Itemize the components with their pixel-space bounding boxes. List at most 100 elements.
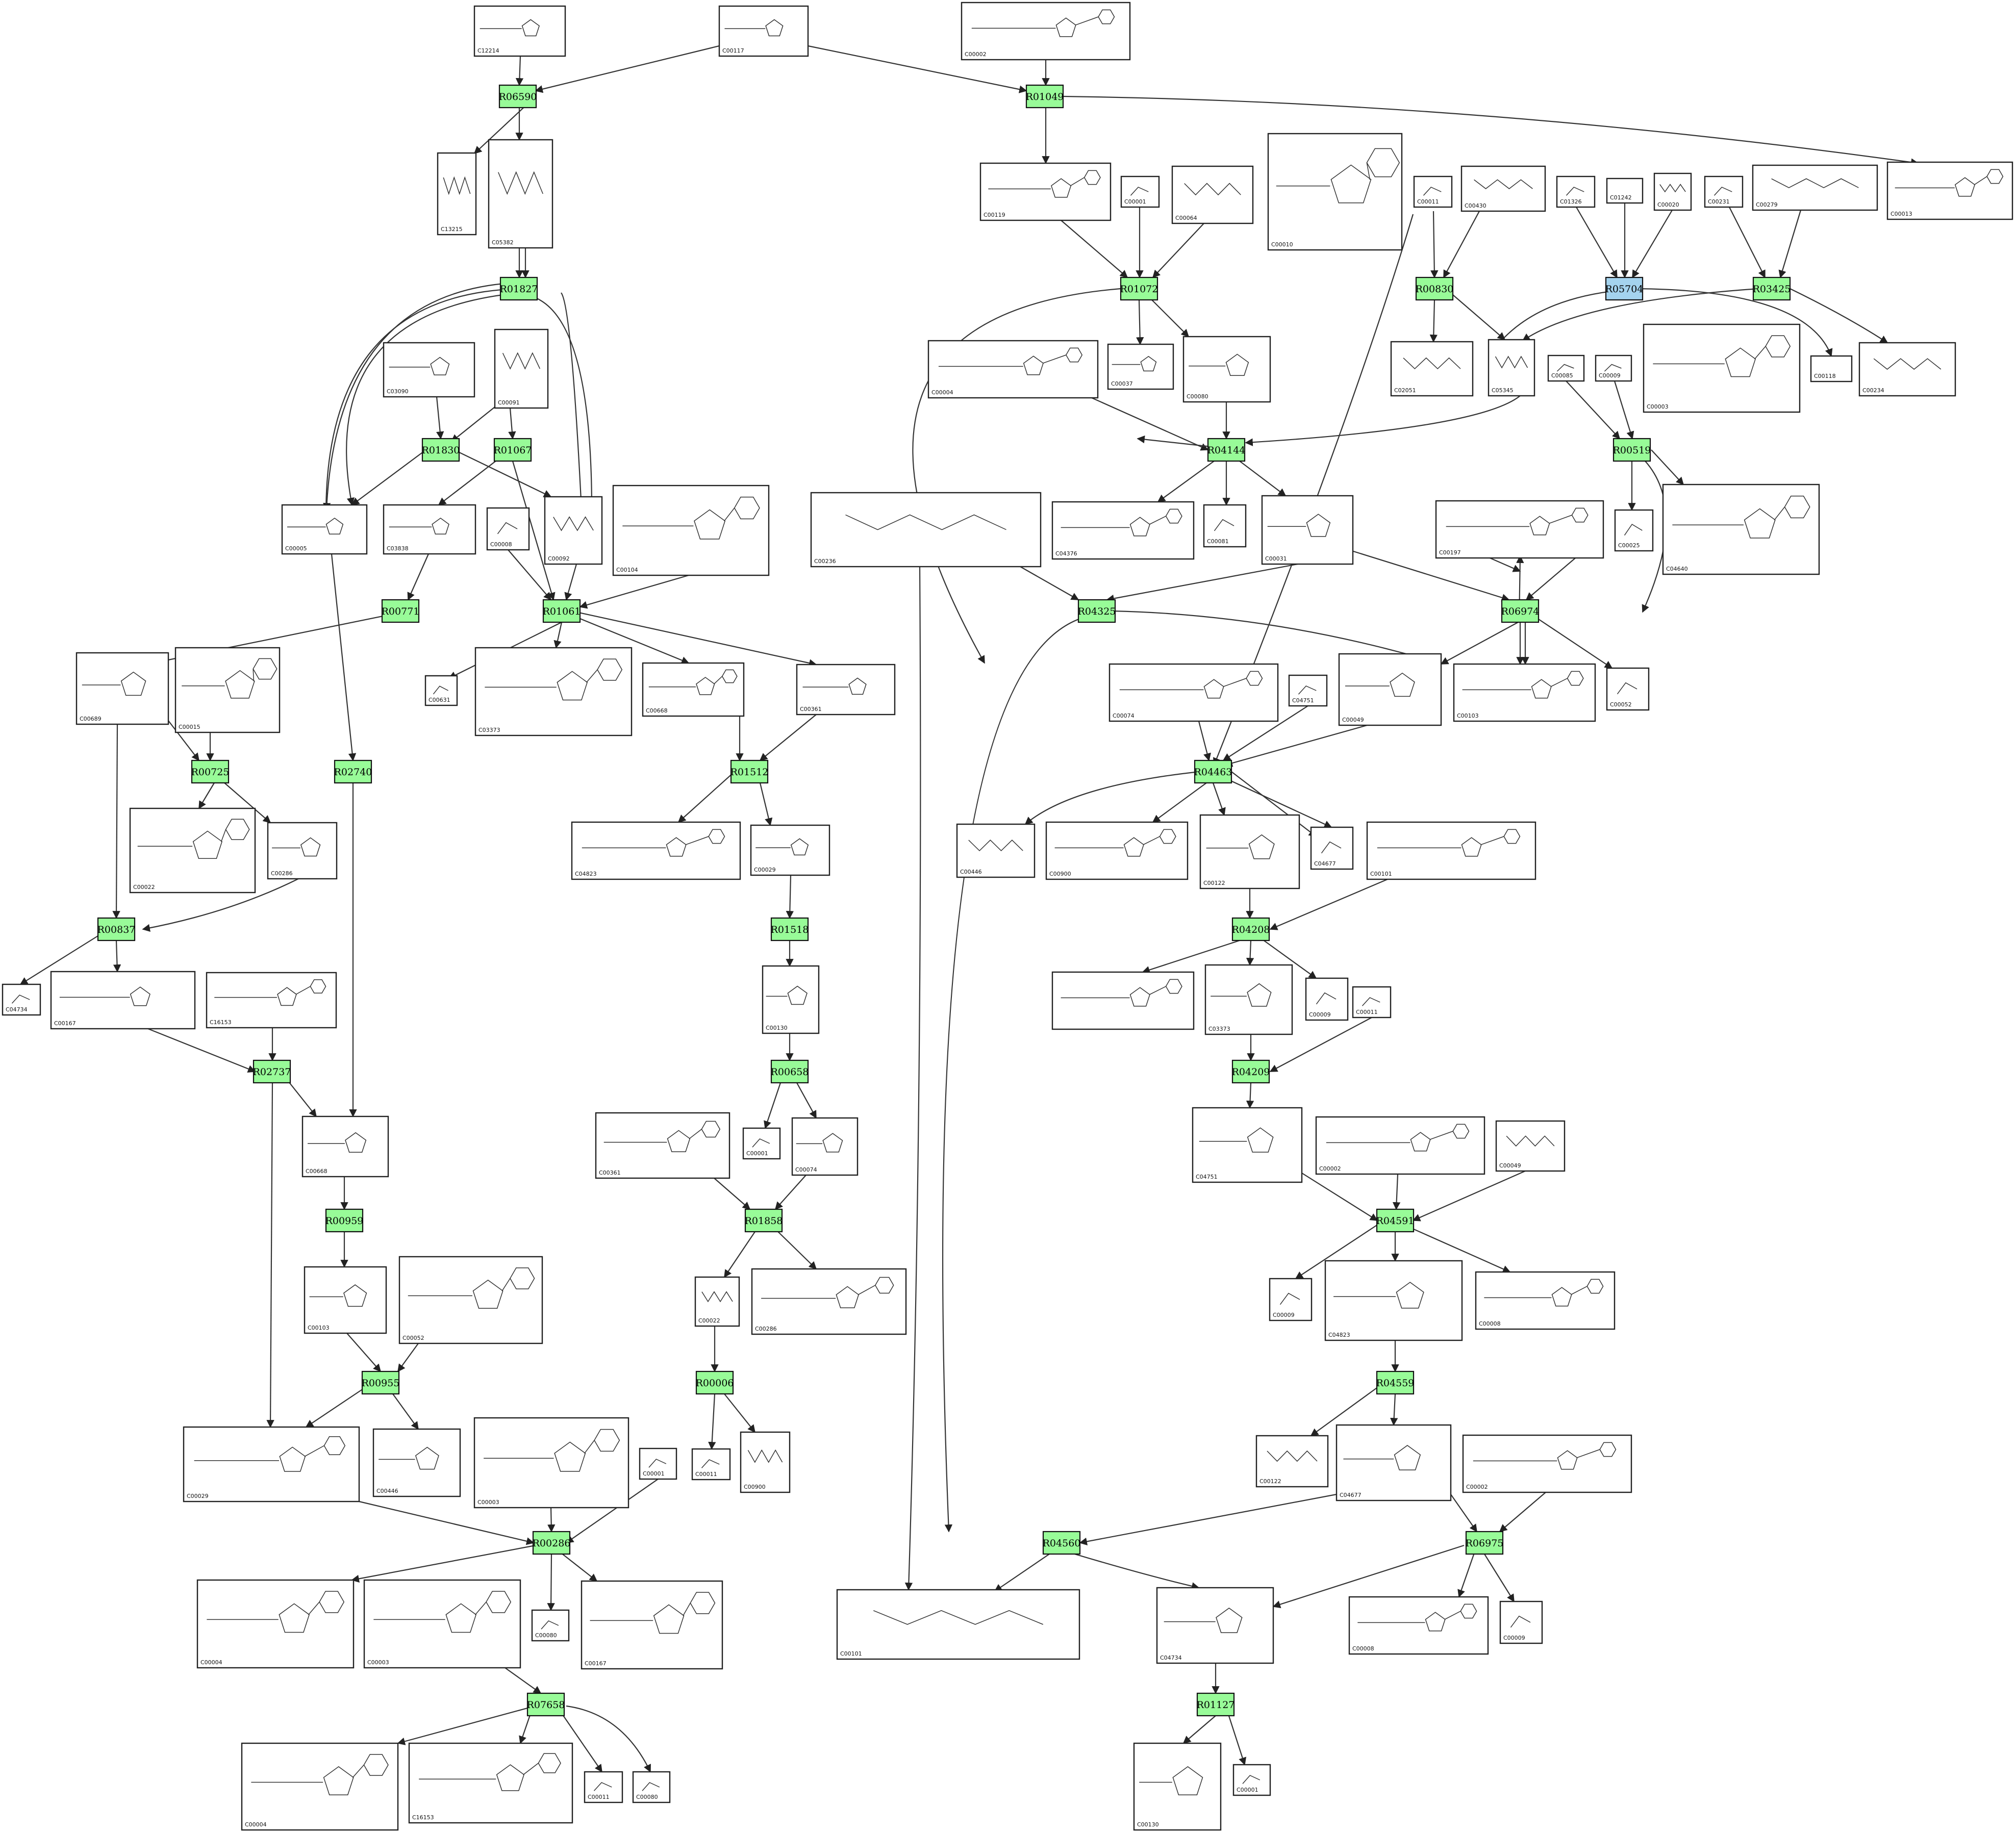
compound-node[interactable]: C04677 (1335, 1424, 1452, 1502)
compound-box[interactable] (1199, 814, 1300, 889)
compound-box[interactable] (595, 1112, 730, 1179)
compound-node[interactable]: C00011 (584, 1771, 623, 1803)
compound-box[interactable] (1156, 1587, 1274, 1664)
compound-node[interactable]: C00236 (810, 492, 1042, 568)
compound-box[interactable] (1366, 821, 1536, 880)
compound-node[interactable]: C00001 (1120, 175, 1160, 208)
compound-node[interactable]: C03373 (474, 647, 633, 736)
compound-box[interactable] (1232, 1764, 1271, 1796)
compound-node[interactable]: C00081 (1203, 504, 1247, 548)
compound-box[interactable] (398, 1256, 543, 1344)
compound-box[interactable] (1606, 667, 1650, 711)
reaction-box[interactable] (1194, 759, 1232, 784)
compound-node[interactable]: C00101 (836, 1589, 1080, 1660)
compound-node[interactable]: C00003 (1643, 323, 1801, 413)
compound-node[interactable]: C04376 (1051, 501, 1195, 560)
reaction-node[interactable]: R00955 (362, 1370, 400, 1395)
reaction-node[interactable]: R01827 (499, 276, 538, 301)
reaction-box[interactable] (421, 438, 460, 462)
compound-node[interactable]: C00002 (1462, 1434, 1632, 1493)
compound-node[interactable]: C00101 (1366, 821, 1536, 880)
compound-node[interactable]: C05345 (1488, 339, 1535, 397)
compound-node[interactable]: C00031 (1261, 495, 1354, 565)
compound-node[interactable]: C04823 (571, 821, 741, 880)
compound-node[interactable]: C00103 (1453, 663, 1596, 722)
compound-node[interactable]: C00049 (1338, 653, 1442, 726)
compound-box[interactable] (632, 1771, 671, 1803)
compound-box[interactable] (927, 340, 1099, 399)
reaction-box[interactable] (1025, 84, 1064, 109)
compound-node[interactable]: C00900 (1045, 821, 1189, 880)
compound-node[interactable]: C12214 (473, 5, 566, 57)
reaction-node[interactable]: R00658 (771, 1059, 809, 1084)
compound-node[interactable]: C00104 (612, 485, 770, 576)
reaction-node[interactable]: R00519 (1613, 438, 1651, 462)
compound-node[interactable]: C01242 (1606, 177, 1644, 204)
reaction-node[interactable]: R04591 (1376, 1208, 1415, 1233)
compound-node[interactable]: C00118 (1810, 355, 1853, 383)
compound-node[interactable]: C00430 (1460, 165, 1546, 212)
reaction-box[interactable] (1501, 599, 1540, 623)
compound-node[interactable]: C00025 (1614, 509, 1654, 552)
compound-node[interactable]: C04734 (2, 983, 41, 1016)
reaction-box[interactable] (1120, 276, 1158, 301)
compound-box[interactable] (1752, 164, 1878, 211)
compound-node[interactable]: C00002 (1315, 1116, 1485, 1175)
compound-box[interactable] (1556, 175, 1596, 208)
compound-box[interactable] (1255, 1435, 1329, 1488)
compound-box[interactable] (1810, 355, 1853, 383)
compound-node[interactable]: C00631 (424, 675, 458, 706)
compound-node[interactable]: C00103 (304, 1266, 387, 1334)
compound-node[interactable]: C00008 (1348, 1596, 1489, 1655)
compound-node[interactable]: C00064 (1171, 165, 1254, 224)
reaction-box[interactable] (499, 276, 538, 301)
compound-box[interactable] (241, 1742, 399, 1831)
compound-box[interactable] (581, 1580, 723, 1670)
reaction-node[interactable]: R00725 (191, 759, 230, 784)
compound-node[interactable]: C00446 (956, 823, 1036, 878)
compound-box[interactable] (1108, 663, 1279, 722)
compound-box[interactable] (612, 485, 770, 576)
reaction-node[interactable]: R04144 (1207, 438, 1246, 462)
reaction-node[interactable]: R01858 (744, 1208, 783, 1233)
compound-box[interactable] (1133, 1742, 1222, 1831)
compound-node[interactable]: C00361 (595, 1112, 730, 1179)
compound-box[interactable] (1460, 165, 1546, 212)
compound-box[interactable] (383, 504, 476, 555)
reaction-box[interactable] (1465, 1531, 1504, 1555)
reaction-node[interactable]: R01061 (543, 599, 581, 623)
compound-node[interactable]: C00130 (1133, 1742, 1222, 1831)
compound-node[interactable]: C00009 (1305, 977, 1349, 1021)
compound-node[interactable]: C00001 (1232, 1764, 1271, 1796)
compound-node[interactable]: C00003 (473, 1417, 629, 1509)
compound-node[interactable]: C00130 (762, 965, 820, 1034)
compound-box[interactable] (1547, 354, 1585, 382)
compound-node[interactable]: C03838 (383, 504, 476, 555)
compound-node[interactable]: C04823 (1324, 1260, 1463, 1341)
compound-node[interactable]: C04751 (1288, 674, 1328, 707)
compound-box[interactable] (424, 675, 458, 706)
compound-box[interactable] (486, 507, 530, 551)
reaction-box[interactable] (498, 84, 537, 109)
reaction-box[interactable] (253, 1059, 291, 1084)
reaction-box[interactable] (744, 1208, 783, 1233)
reaction-box[interactable] (695, 1370, 734, 1395)
reaction-box[interactable] (1196, 1692, 1235, 1717)
compound-box[interactable] (372, 1428, 461, 1497)
compound-node[interactable]: C03090 (383, 342, 475, 398)
compound-box[interactable] (1305, 977, 1349, 1021)
compound-node[interactable]: C00122 (1199, 814, 1300, 889)
compound-box[interactable] (1352, 986, 1392, 1019)
compound-box[interactable] (740, 1431, 791, 1493)
compound-box[interactable] (810, 492, 1042, 568)
compound-box[interactable] (571, 821, 741, 880)
compound-node[interactable]: C00286 (751, 1268, 907, 1335)
compound-box[interactable] (1107, 343, 1174, 390)
compound-node[interactable]: C00002 (961, 2, 1131, 61)
compound-box[interactable] (718, 5, 809, 57)
compound-node[interactable]: C00167 (50, 971, 196, 1030)
compound-box[interactable] (1269, 1278, 1313, 1321)
compound-box[interactable] (129, 807, 256, 894)
compound-box[interactable] (979, 162, 1112, 221)
compound-box[interactable] (1051, 501, 1195, 560)
